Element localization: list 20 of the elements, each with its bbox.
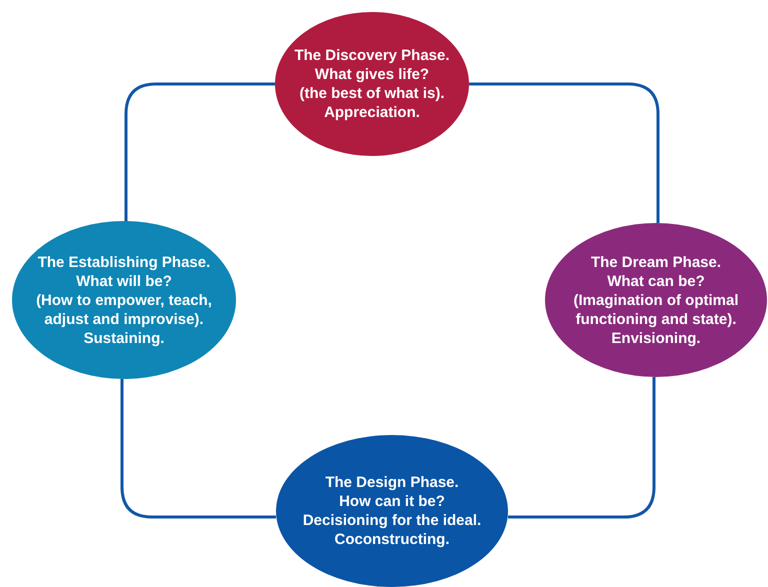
phase-text: (How to empower, teach, adjust and improvise). xyxy=(35,290,213,328)
phase-text: What can be? xyxy=(607,272,705,290)
phase-text: Decisioning for the ideal. xyxy=(302,511,482,530)
connector-line xyxy=(124,82,275,221)
phase-text: The Design Phase. xyxy=(325,473,459,492)
phase-text: What gives life? xyxy=(314,65,430,84)
phase-text: Appreciation. xyxy=(324,103,420,122)
phase-text: The Discovery Phase. xyxy=(294,46,450,65)
connector-line xyxy=(508,377,656,518)
phase-text: The Establishing Phase. xyxy=(38,252,210,272)
connector-line xyxy=(469,82,660,223)
phase-text: What will be? xyxy=(76,272,172,290)
phase-text: Envisioning. xyxy=(611,328,701,348)
phase-text: (the best of what is). xyxy=(299,84,444,103)
phase-text: The Dream Phase. xyxy=(590,252,722,272)
phase-text: Sustaining. xyxy=(84,328,164,348)
phase-text: Coconstructing. xyxy=(334,530,450,549)
connector-line xyxy=(120,379,276,518)
phase-text: (Imagination of optimal functioning and state). xyxy=(572,290,740,328)
phase-text: How can it be? xyxy=(339,492,445,511)
